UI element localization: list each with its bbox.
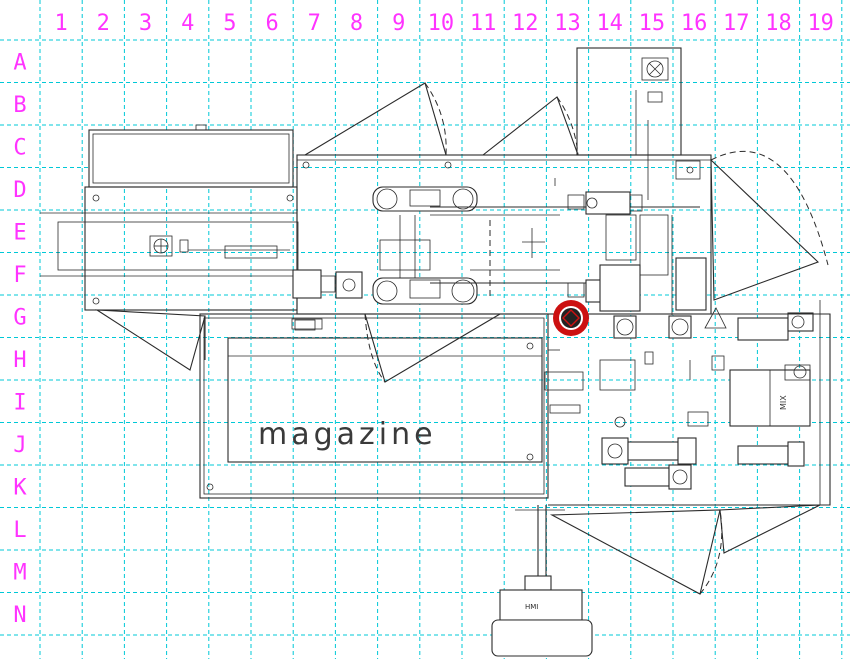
motor-j17 [737, 445, 789, 465]
column-label-19: 19 [807, 11, 834, 36]
fan-icon [149, 235, 173, 257]
column-label-12: 12 [512, 11, 539, 36]
row-label-D: D [13, 178, 26, 203]
row-label-F: F [13, 263, 26, 288]
hmi-base [491, 619, 593, 657]
column-label-16: 16 [681, 11, 708, 36]
row-label-M: M [13, 560, 26, 585]
column-label-7: 7 [308, 11, 321, 36]
row-label-I: I [13, 390, 26, 415]
row-label-C: C [13, 135, 26, 160]
row-label-L: L [13, 518, 26, 543]
location-marker[interactable] [553, 300, 589, 336]
gearbox-j14 [601, 437, 629, 465]
row-label-K: K [13, 475, 27, 500]
belt-drive-lower [372, 277, 478, 305]
motor-g17 [737, 317, 789, 341]
hmi-label: HMI [525, 603, 538, 611]
row-label-B: B [13, 93, 26, 118]
column-label-15: 15 [639, 11, 666, 36]
row-label-N: N [13, 603, 26, 628]
column-label-3: 3 [139, 11, 152, 36]
motor-upper [585, 191, 631, 215]
column-label-2: 2 [97, 11, 110, 36]
column-label-11: 11 [470, 11, 497, 36]
column-label-17: 17 [723, 11, 750, 36]
column-label-10: 10 [428, 11, 455, 36]
column-label-18: 18 [765, 11, 792, 36]
gearbox-left [292, 269, 322, 299]
row-label-H: H [13, 348, 26, 373]
column-label-5: 5 [223, 11, 236, 36]
magazine-frame [199, 313, 549, 499]
column-label-9: 9 [392, 11, 405, 36]
machine-layout: magazine MIX [40, 47, 831, 657]
row-label-G: G [13, 305, 26, 330]
row-label-E: E [13, 220, 26, 245]
mix-label: MIX [779, 395, 788, 410]
column-label-4: 4 [181, 11, 194, 36]
column-label-13: 13 [554, 11, 581, 36]
column-label-8: 8 [350, 11, 363, 36]
infeed-conveyor [84, 186, 298, 311]
top-right-box [576, 47, 682, 156]
column-label-6: 6 [265, 11, 278, 36]
column-label-1: 1 [54, 11, 67, 36]
magazine-label: magazine [258, 417, 437, 452]
hmi-panel [499, 589, 583, 621]
column-label-14: 14 [596, 11, 623, 36]
row-label-J: J [13, 433, 26, 458]
row-label-A: A [13, 50, 26, 75]
belt-drive-upper [372, 186, 478, 212]
top-left-cabinet [88, 129, 294, 188]
magazine-box [227, 337, 543, 463]
